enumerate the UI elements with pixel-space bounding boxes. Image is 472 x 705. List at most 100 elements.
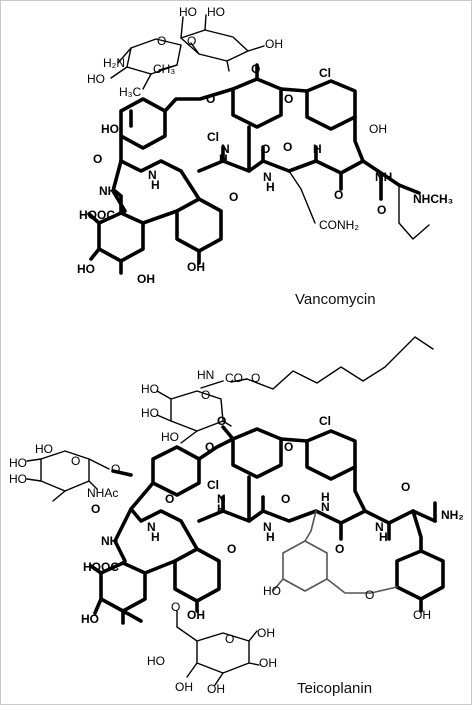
vancomycin-ring-a <box>119 97 167 150</box>
vancomycin-vancosamine-ring <box>110 38 182 90</box>
teicoplanin-atom-labels: HN CO O HO O HO HO O Cl O O HO HO HO O O… <box>9 368 464 696</box>
atom-label: NH <box>375 170 392 184</box>
atom-label: O <box>335 542 344 556</box>
atom-label: OH <box>413 608 431 622</box>
atom-label: Cl <box>207 478 219 492</box>
atom-label: OH <box>259 656 277 670</box>
atom-label: O <box>261 142 270 156</box>
vancomycin-glucose-ring <box>180 14 265 72</box>
atom-label: O <box>283 140 292 154</box>
teicoplanin-ring-d <box>173 547 221 603</box>
atom-label: O <box>71 454 80 468</box>
atom-label: N <box>375 520 384 534</box>
vancomycin-atom-labels: HO HO O O OH H₂N CH₃ HO H₃C O Cl O O HO … <box>77 5 453 286</box>
atom-label: O <box>171 600 180 614</box>
vancomycin-structure: HO HO O O OH H₂N CH₃ HO H₃C O Cl O O HO … <box>77 5 453 308</box>
atom-label: Cl <box>319 66 331 80</box>
vancomycin-ring-b <box>231 63 283 129</box>
atom-label: OH <box>187 260 205 274</box>
atom-label: O <box>377 203 386 217</box>
atom-label: HO <box>179 5 197 19</box>
atom-label: OH <box>207 682 225 696</box>
atom-label: HO <box>207 5 225 19</box>
atom-label: O <box>334 188 343 202</box>
teicoplanin-name: Teicoplanin <box>297 680 372 697</box>
atom-label: H <box>217 502 226 516</box>
atom-label: O <box>227 542 236 556</box>
atom-label: CH₃ <box>153 62 175 76</box>
teicoplanin-lipid-chain <box>200 336 434 390</box>
atom-label: HOOC <box>79 208 115 222</box>
atom-label: N <box>217 492 226 506</box>
atom-label: NH <box>99 184 116 198</box>
atom-label: OH <box>175 680 193 694</box>
atom-label: Cl <box>319 414 331 428</box>
vancomycin-name: Vancomycin <box>295 291 376 308</box>
atom-label: O <box>157 34 166 48</box>
atom-label: OH <box>265 37 283 51</box>
atom-label: HO <box>77 262 95 276</box>
atom-label: H <box>151 530 160 544</box>
atom-label: O <box>217 414 226 428</box>
atom-label: N <box>263 170 272 184</box>
atom-label: OH <box>369 122 387 136</box>
teicoplanin-glucosamine-ring <box>156 390 232 444</box>
atom-label: NH <box>101 534 118 548</box>
atom-label: H <box>313 142 322 156</box>
atom-label: H₂N <box>103 56 125 70</box>
teicoplanin-ring-f <box>282 540 328 592</box>
atom-label: HN <box>197 368 214 382</box>
atom-label: O <box>225 632 234 646</box>
atom-label: HO <box>81 612 99 626</box>
atom-label: OH <box>137 272 155 286</box>
atom-label: N <box>221 142 230 156</box>
teicoplanin-ring-g <box>395 549 445 601</box>
atom-label: OH <box>187 608 205 622</box>
atom-label: H <box>266 530 275 544</box>
vancomycin-ring-d <box>175 197 223 253</box>
atom-label: HO <box>263 584 281 598</box>
teicoplanin-ring-b <box>221 425 283 479</box>
atom-label: O <box>206 92 215 106</box>
atom-label: O <box>284 92 293 106</box>
atom-label: H <box>151 178 160 192</box>
atom-label: HO <box>147 654 165 668</box>
atom-label: HO <box>141 406 159 420</box>
atom-label: O <box>251 62 260 76</box>
atom-label: CO <box>225 371 243 385</box>
atom-label: HO <box>161 430 179 444</box>
teicoplanin-ring-c <box>305 429 357 481</box>
atom-label: N <box>147 520 156 534</box>
atom-label: NH₂ <box>441 508 464 522</box>
atom-label: O <box>201 388 210 402</box>
atom-label: O <box>229 190 238 204</box>
atom-label: O <box>165 492 174 506</box>
atom-label: O <box>401 480 410 494</box>
atom-label: O <box>281 492 290 506</box>
atom-label: O <box>251 371 260 385</box>
atom-label: OH <box>257 626 275 640</box>
atom-label: N <box>321 500 330 514</box>
vancomycin-backbone <box>87 87 430 275</box>
teicoplanin-ring-a <box>151 445 201 497</box>
atom-label: O <box>93 152 102 166</box>
atom-label: H <box>379 530 388 544</box>
atom-label: H <box>266 180 275 194</box>
atom-label: O <box>187 34 196 48</box>
atom-label: O <box>205 440 214 454</box>
atom-label: H <box>219 152 228 166</box>
teicoplanin-backbone <box>89 437 437 625</box>
atom-label: NHAc <box>87 486 118 500</box>
atom-label: HO <box>141 382 159 396</box>
atom-label: HOOC <box>83 560 119 574</box>
atom-label: HO <box>87 72 105 86</box>
atom-label: O <box>91 502 100 516</box>
vancomycin-ring-c <box>305 79 357 131</box>
atom-label: Cl <box>207 130 219 144</box>
atom-label: O <box>111 462 120 476</box>
atom-label: HO <box>9 456 27 470</box>
teicoplanin-structure: HN CO O HO O HO HO O Cl O O HO HO HO O O… <box>9 336 464 697</box>
atom-label: N <box>148 168 157 182</box>
atom-label: H <box>321 490 330 504</box>
